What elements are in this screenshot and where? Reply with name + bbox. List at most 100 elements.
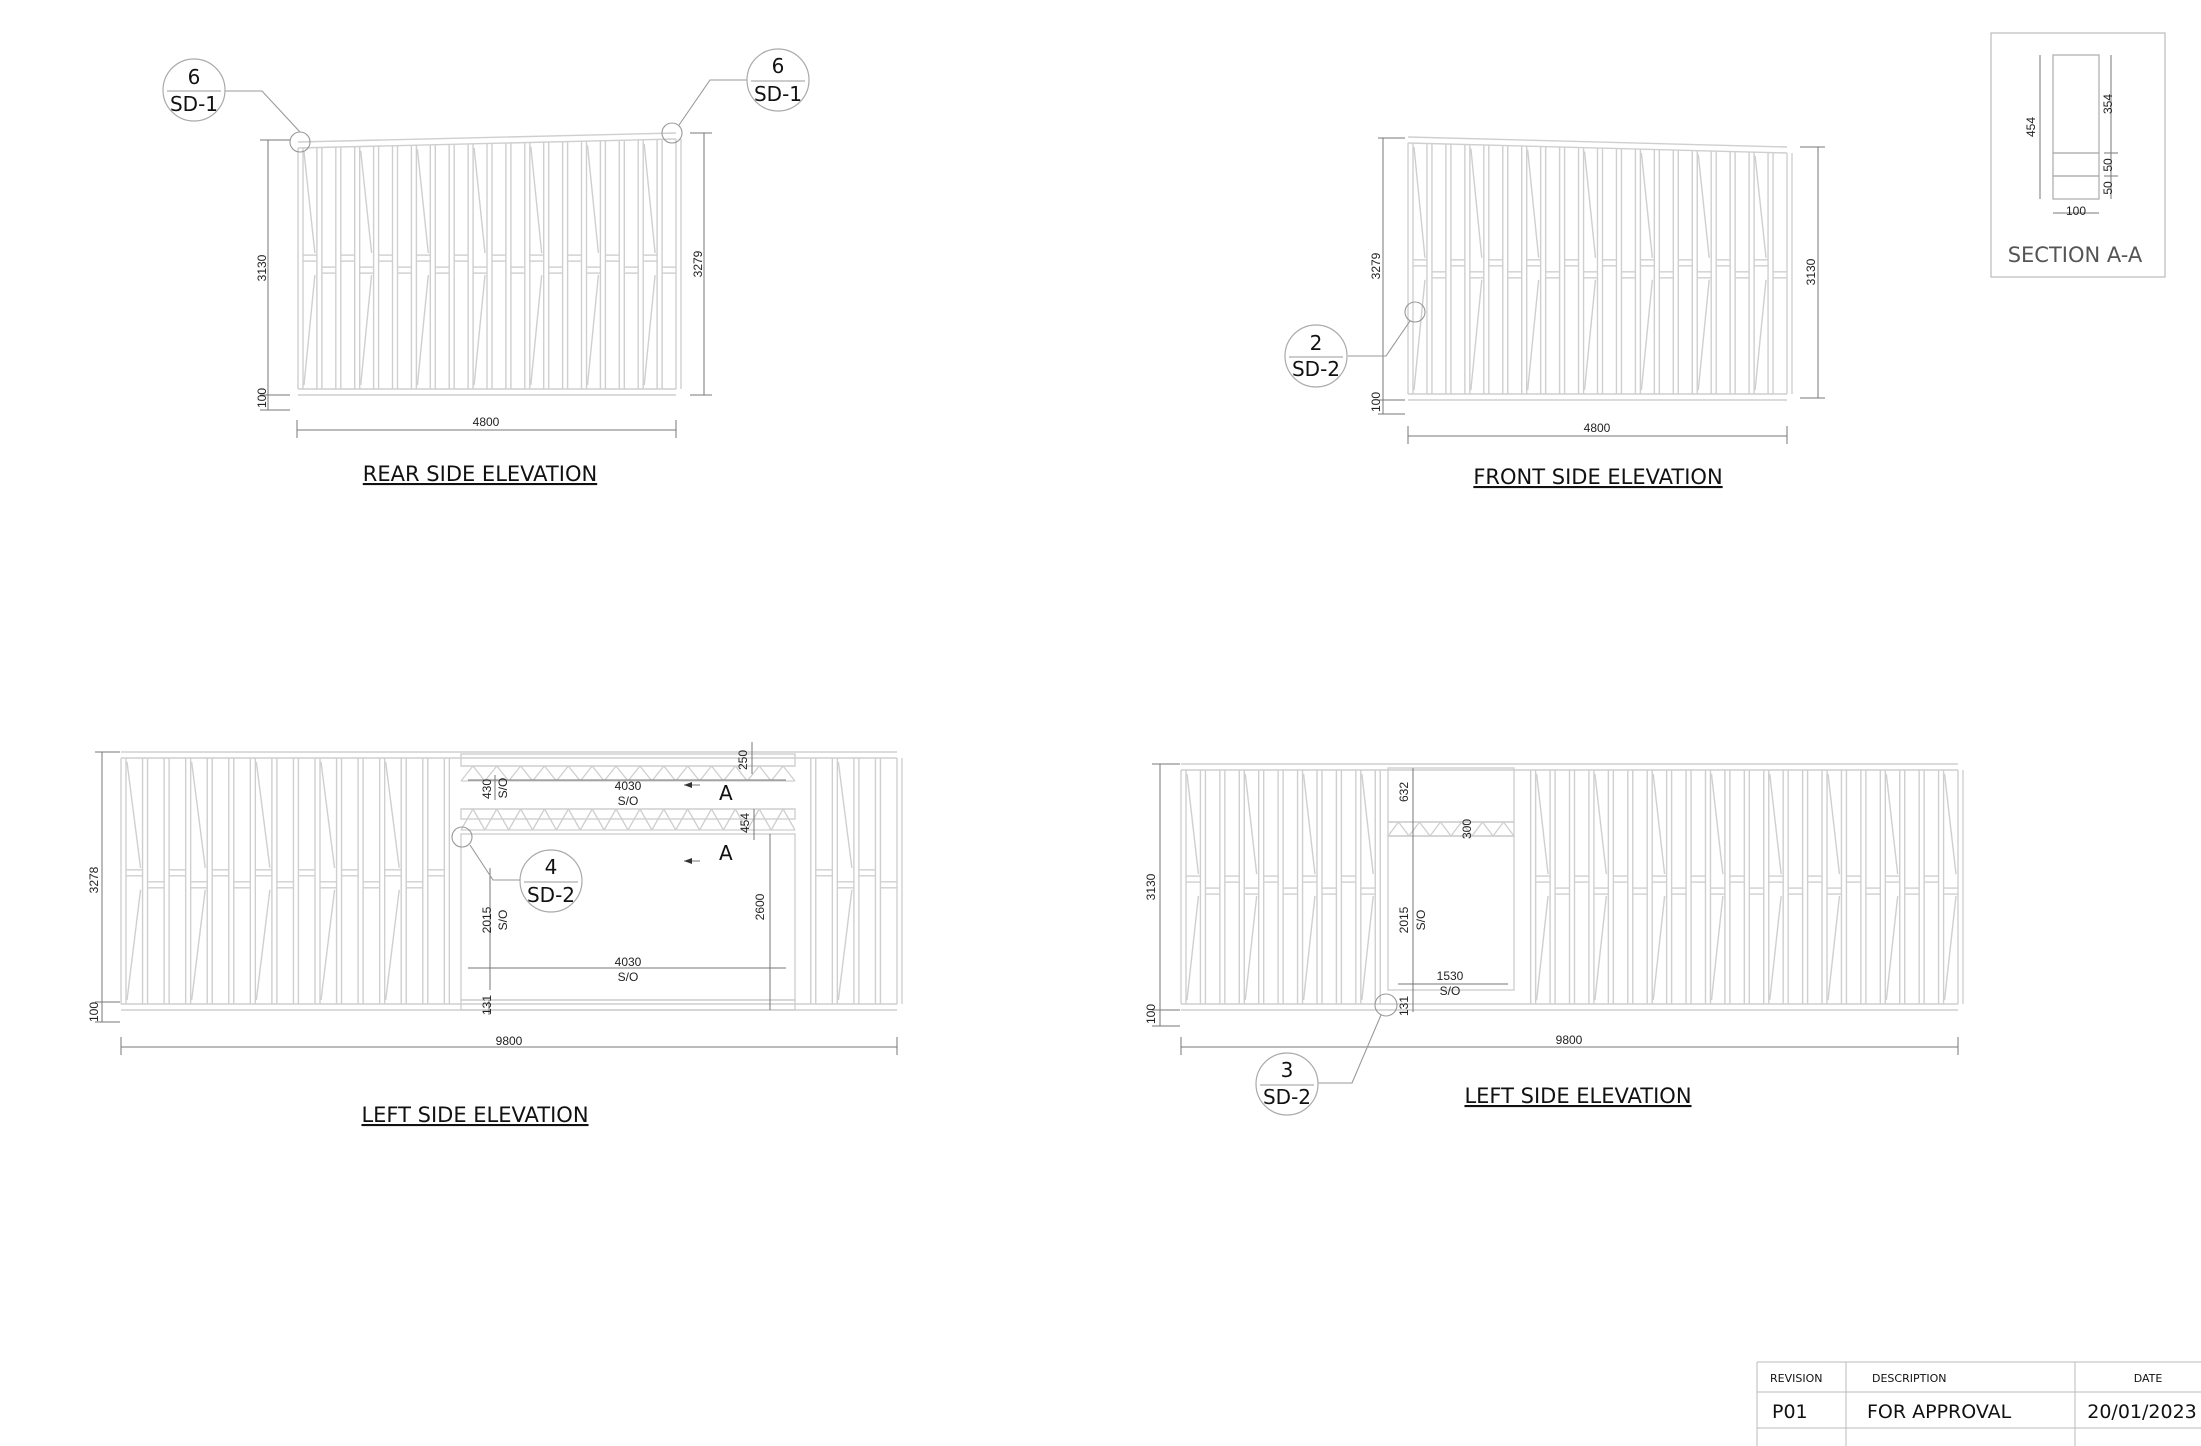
left1-dim-131: 131 bbox=[480, 995, 494, 1015]
front-width-dim: 4800 bbox=[1584, 421, 1611, 435]
callout-3: 3 SD-2 bbox=[1255, 993, 1398, 1116]
front-view-title: FRONT SIDE ELEVATION bbox=[1473, 465, 1722, 489]
top-plate bbox=[297, 132, 677, 143]
truss-web bbox=[579, 765, 593, 782]
truss-web bbox=[543, 808, 557, 831]
brace bbox=[1827, 896, 1841, 1001]
brace bbox=[1769, 896, 1782, 1001]
truss-web bbox=[1408, 821, 1421, 837]
front-dimensions: 3279 100 3130 4800 bbox=[1369, 137, 1825, 444]
truss-web bbox=[472, 765, 486, 782]
brace bbox=[416, 275, 429, 386]
brace bbox=[320, 889, 336, 1001]
truss-web bbox=[532, 808, 546, 831]
brace bbox=[1710, 773, 1724, 875]
truss-web bbox=[782, 808, 796, 831]
section-marker-a-bottom: A bbox=[719, 841, 733, 865]
truss-web bbox=[710, 808, 724, 831]
truss-web bbox=[615, 765, 629, 782]
left1-view-title: LEFT SIDE ELEVATION bbox=[361, 1103, 588, 1127]
rear-view-title: REAR SIDE ELEVATION bbox=[363, 462, 597, 486]
left1-so-middle: S/O bbox=[496, 910, 510, 931]
brace bbox=[255, 761, 271, 868]
front-elevation: 3279 100 3130 4800 FRONT SIDE ELEVATION … bbox=[1284, 136, 1825, 489]
left1-so-bottom: S/O bbox=[618, 970, 639, 984]
left1-dim-4030-bottom: 4030 bbox=[615, 955, 642, 969]
top-plate bbox=[1407, 136, 1788, 148]
left1-dim-4030-top: 4030 bbox=[615, 779, 642, 793]
left2-base-dim: 100 bbox=[1144, 1004, 1158, 1024]
truss-web bbox=[675, 808, 689, 831]
rear-wall-frame bbox=[297, 132, 682, 396]
brace bbox=[1244, 773, 1258, 875]
brace bbox=[255, 889, 271, 1001]
front-height-right: 3130 bbox=[1804, 258, 1818, 285]
section-dim-50a: 50 bbox=[2101, 158, 2115, 172]
brace bbox=[1943, 773, 1957, 875]
section-marker-a-top: A bbox=[719, 781, 733, 805]
brace bbox=[1710, 896, 1724, 1001]
brace bbox=[303, 151, 316, 254]
rear-dimensions: 3130 100 3279 4800 bbox=[255, 132, 712, 438]
rear-height-left: 3130 bbox=[255, 254, 269, 281]
left2-dimensions: 3130 100 9800 632 300 2015 S/O 1530 S/O … bbox=[1144, 763, 1959, 1055]
truss-web bbox=[710, 765, 724, 782]
truss-web bbox=[496, 808, 510, 831]
brace bbox=[1535, 896, 1549, 1001]
rear-width-dim: 4800 bbox=[473, 415, 500, 429]
truss-web bbox=[627, 808, 641, 831]
callout-number: 6 bbox=[772, 54, 785, 78]
truss-web bbox=[496, 765, 510, 782]
truss-web bbox=[1450, 821, 1463, 837]
section-a-a: 454 354 50 50 100 SECTION A-A bbox=[1990, 32, 2166, 278]
brace bbox=[1186, 896, 1200, 1001]
brace bbox=[1594, 896, 1608, 1001]
left2-dim-1530: 1530 bbox=[1437, 969, 1464, 983]
truss-web bbox=[639, 808, 653, 831]
brace bbox=[303, 275, 316, 386]
brace bbox=[1302, 773, 1316, 875]
callout-ref: SD-1 bbox=[170, 92, 218, 116]
truss-web bbox=[1429, 821, 1442, 837]
truss-web bbox=[687, 808, 701, 831]
front-height-left: 3279 bbox=[1369, 252, 1383, 279]
brace bbox=[1594, 773, 1608, 875]
brace bbox=[473, 147, 486, 254]
truss-web bbox=[1481, 821, 1494, 837]
brace bbox=[586, 145, 600, 254]
callout-2: 2 SD-2 bbox=[1284, 301, 1426, 388]
left1-trusses bbox=[460, 765, 796, 831]
left2-width-dim: 9800 bbox=[1556, 1033, 1583, 1047]
truss-web bbox=[758, 808, 772, 831]
brace bbox=[360, 275, 373, 386]
left2-trusses bbox=[1387, 821, 1515, 837]
brace bbox=[1640, 279, 1654, 391]
truss-web bbox=[1471, 821, 1484, 837]
left2-height-dim: 3130 bbox=[1144, 873, 1158, 900]
brace bbox=[190, 761, 206, 868]
brace bbox=[530, 146, 543, 254]
brace bbox=[1943, 896, 1957, 1001]
truss-web bbox=[1492, 821, 1505, 837]
truss-web bbox=[579, 808, 593, 831]
brace bbox=[320, 761, 336, 868]
left1-wall-frame bbox=[120, 751, 903, 1011]
truss-web bbox=[663, 808, 677, 831]
truss-web bbox=[1397, 821, 1410, 837]
brace bbox=[1754, 155, 1767, 258]
brace bbox=[416, 149, 429, 254]
callout-number: 6 bbox=[188, 65, 201, 89]
truss-web bbox=[603, 765, 617, 782]
truss-web bbox=[746, 808, 760, 831]
left2-so-horizontal: S/O bbox=[1440, 984, 1461, 998]
brace bbox=[1470, 279, 1483, 391]
left1-dim-2015: 2015 bbox=[480, 906, 494, 933]
brace bbox=[1827, 773, 1841, 875]
callout-number: 3 bbox=[1281, 1058, 1294, 1082]
brace bbox=[1361, 896, 1374, 1001]
truss-web bbox=[484, 808, 498, 831]
callout-number: 2 bbox=[1310, 331, 1323, 355]
rear-height-right: 3279 bbox=[691, 250, 705, 277]
brace bbox=[1885, 896, 1899, 1001]
row-description: FOR APPROVAL bbox=[1867, 1401, 2012, 1423]
